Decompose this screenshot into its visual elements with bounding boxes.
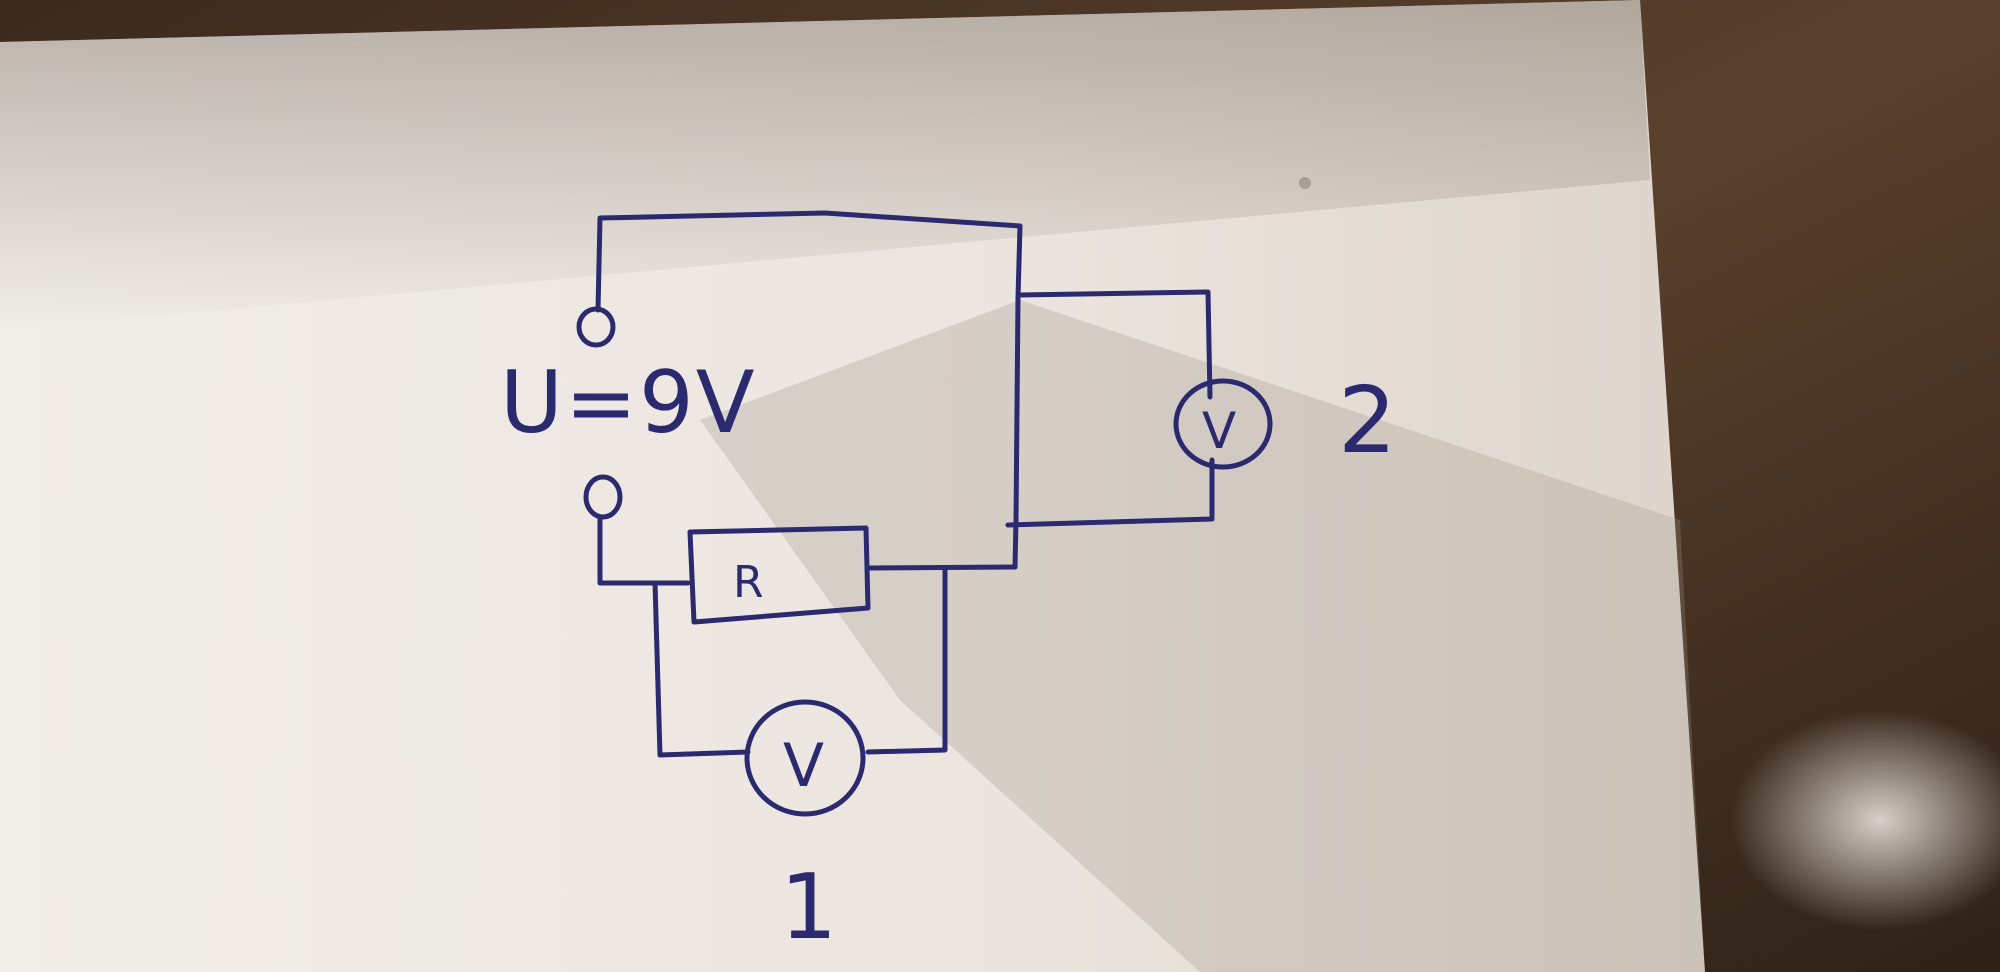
wire-bottom-left (597, 515, 691, 586)
circuit-wires (595, 210, 1215, 758)
voltmeter-1-symbol: V (783, 731, 824, 801)
voltmeter-2-symbol: V (1202, 402, 1236, 460)
light-glare (1730, 710, 2000, 930)
wire-v1-right (865, 567, 948, 755)
wire-right-main (1012, 223, 1023, 570)
paper-spot (1299, 177, 1311, 189)
paper-shadow-top (0, 0, 1650, 330)
voltmeter-1-number: 1 (780, 855, 837, 960)
voltmeter-1-icon (744, 699, 866, 817)
wire-v1-left (652, 580, 751, 758)
resistor-label: R (733, 557, 764, 608)
voltmeter-2-number: 2 (1338, 367, 1397, 474)
wire-v2-top (1017, 289, 1213, 400)
paper-shadow-right (700, 300, 1705, 972)
wire-resistor-right (865, 564, 1018, 571)
wire-v2-bottom (1005, 457, 1215, 528)
wire-top (595, 210, 1023, 313)
terminal-top-icon (576, 306, 616, 348)
voltmeter-2-icon (1173, 378, 1273, 470)
source-voltage-label: U=9V (500, 353, 757, 453)
resistor-icon (687, 525, 871, 625)
terminal-bottom-icon (583, 474, 623, 520)
